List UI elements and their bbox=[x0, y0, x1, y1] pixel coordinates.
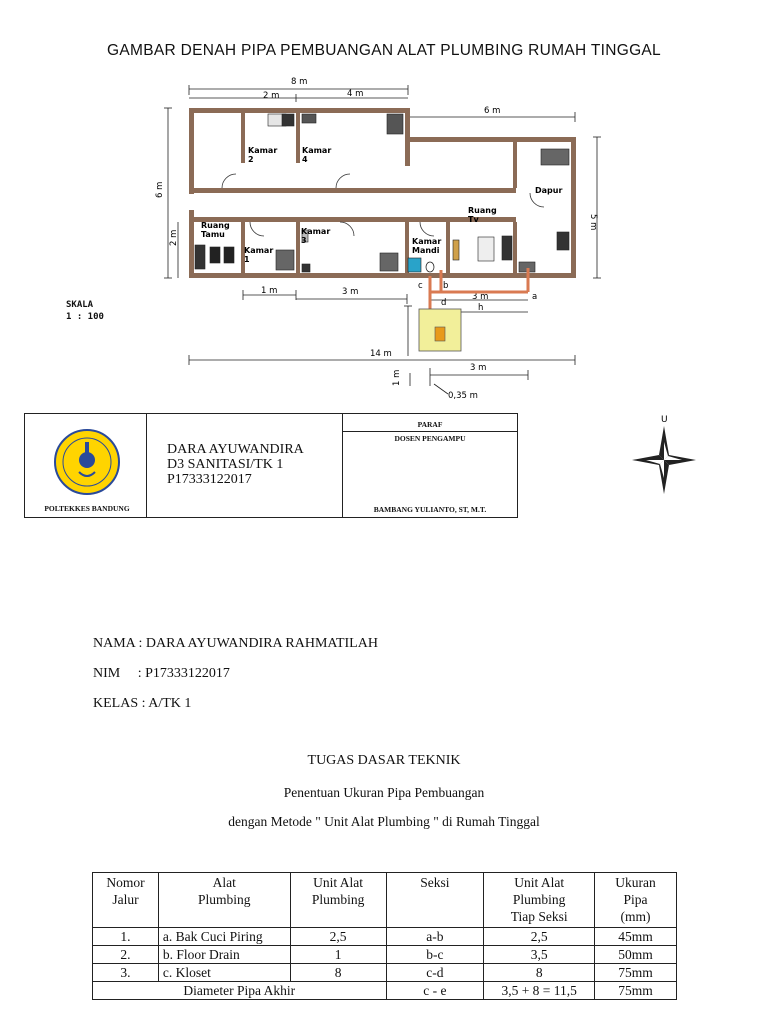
logo-cell: POLTEKKES BANDUNG bbox=[25, 414, 147, 517]
paraf-cell: PARAF DOSEN PENGAMPU BAMBANG YULIANTO, S… bbox=[343, 414, 517, 517]
drain-pipes bbox=[428, 268, 530, 320]
dimension-lines bbox=[164, 85, 601, 395]
dim-pipe-h: h bbox=[478, 303, 483, 313]
footer-label: Diameter Pipa Akhir bbox=[92, 981, 387, 1000]
cell: 50mm bbox=[594, 945, 677, 964]
cell: a-b bbox=[385, 927, 485, 946]
scale-label: SKALA 1 : 100 bbox=[66, 299, 104, 323]
dosen-label: DOSEN PENGAMPU bbox=[394, 434, 466, 443]
cell: 45mm bbox=[594, 927, 677, 946]
poltekkes-bandung-logo bbox=[54, 429, 120, 495]
dim-height-right: 5 m bbox=[588, 214, 598, 230]
student-name: DARA AYUWANDIRA bbox=[167, 442, 304, 457]
student-program: D3 SANITASI/TK 1 bbox=[167, 457, 284, 472]
footer-seksi: c - e bbox=[385, 981, 485, 1000]
student-nim: P17333122017 bbox=[167, 472, 252, 487]
drawing-title: GAMBAR DENAH PIPA PEMBUANGAN ALAT PLUMBI… bbox=[107, 42, 661, 59]
dim-pipe-3m: 3 m bbox=[472, 292, 488, 302]
dim-bottom-3m-b: 3 m bbox=[470, 363, 486, 373]
cell: 2. bbox=[92, 945, 159, 964]
dim-035m: 0,35 m bbox=[448, 391, 478, 401]
table-footer-row: Diameter Pipa Akhir c - e 3,5 + 8 = 11,5… bbox=[92, 981, 677, 1000]
cell: 3,5 bbox=[483, 945, 596, 964]
point-b: b bbox=[443, 281, 448, 291]
cell: 2,5 bbox=[483, 927, 596, 946]
cell: 1 bbox=[289, 945, 387, 964]
septic-tank-chamber bbox=[434, 326, 446, 342]
lecturer-name: BAMBANG YULIANTO, ST, M.T. bbox=[373, 505, 487, 514]
heading-line-1: Penentuan Ukuran Pipa Pembuangan bbox=[283, 785, 485, 800]
dim-14m: 14 m bbox=[370, 349, 392, 359]
cell: 1. bbox=[92, 927, 159, 946]
point-a: a bbox=[532, 292, 537, 302]
dim-height-left-lower: 2 m bbox=[169, 230, 179, 246]
heading-line-2: dengan Metode " Unit Alat Plumbing " di … bbox=[228, 814, 540, 829]
dim-6m: 6 m bbox=[484, 106, 500, 116]
point-c: c bbox=[418, 281, 423, 291]
compass-rose-icon: U bbox=[632, 415, 696, 494]
floor-plan: 8 m 2 m 4 m 6 m 6 m 2 m 5 m 1 m 3 m 3 m … bbox=[155, 77, 601, 401]
cell: 8 bbox=[289, 963, 387, 982]
furniture bbox=[194, 113, 570, 273]
cell: b-c bbox=[385, 945, 485, 964]
table-row: 1. a. Bak Cuci Piring 2,5 a-b 2,5 45mm bbox=[92, 927, 677, 946]
dim-1m: 1 m bbox=[392, 370, 402, 386]
info-nim: NIM : P17333122017 bbox=[93, 666, 230, 681]
dim-2m: 2 m bbox=[263, 91, 279, 101]
student-cell: DARA AYUWANDIRA D3 SANITASI/TK 1 P173331… bbox=[147, 414, 343, 517]
doors bbox=[221, 173, 545, 237]
scale-value: 1 : 100 bbox=[66, 312, 104, 322]
logo-caption: POLTEKKES BANDUNG bbox=[44, 504, 130, 513]
header-seksi: Seksi bbox=[385, 872, 485, 928]
cell: 2,5 bbox=[289, 927, 387, 946]
cell: b. Floor Drain bbox=[157, 945, 291, 964]
cell: 3. bbox=[92, 963, 159, 982]
table-row: 2. b. Floor Drain 1 b-c 3,5 50mm bbox=[92, 945, 677, 964]
cell: a. Bak Cuci Piring bbox=[157, 927, 291, 946]
dim-4m: 4 m bbox=[347, 89, 363, 99]
paraf-divider bbox=[343, 431, 517, 432]
dim-height-left: 6 m bbox=[155, 182, 165, 198]
title-block: POLTEKKES BANDUNG DARA AYUWANDIRA D3 SAN… bbox=[24, 413, 518, 518]
dim-bottom-1m: 1 m bbox=[261, 286, 277, 296]
footer-unit-sum: 3,5 + 8 = 11,5 bbox=[483, 981, 596, 1000]
walls bbox=[189, 108, 576, 278]
compass-north-label: U bbox=[661, 415, 668, 425]
cell: c. Kloset bbox=[157, 963, 291, 982]
paraf-label: PARAF bbox=[417, 420, 443, 429]
room-dapur: Dapur bbox=[535, 186, 562, 195]
footer-pipe-size: 75mm bbox=[594, 981, 677, 1000]
dim-bottom-3m: 3 m bbox=[342, 287, 358, 297]
cell: c-d bbox=[385, 963, 485, 982]
point-d: d bbox=[441, 298, 446, 308]
table-row: 3. c. Kloset 8 c-d 8 75mm bbox=[92, 963, 677, 982]
info-nama: NAMA : DARA AYUWANDIRA RAHMATILAH bbox=[93, 636, 378, 651]
cell: 75mm bbox=[594, 963, 677, 982]
dim-total-width: 8 m bbox=[291, 77, 307, 87]
cell: 8 bbox=[483, 963, 596, 982]
toilet-fixture bbox=[425, 261, 435, 273]
scale-title: SKALA bbox=[66, 300, 94, 310]
heading-tugas: TUGAS DASAR TEKNIK bbox=[307, 753, 461, 768]
info-kelas: KELAS : A/TK 1 bbox=[93, 696, 192, 711]
